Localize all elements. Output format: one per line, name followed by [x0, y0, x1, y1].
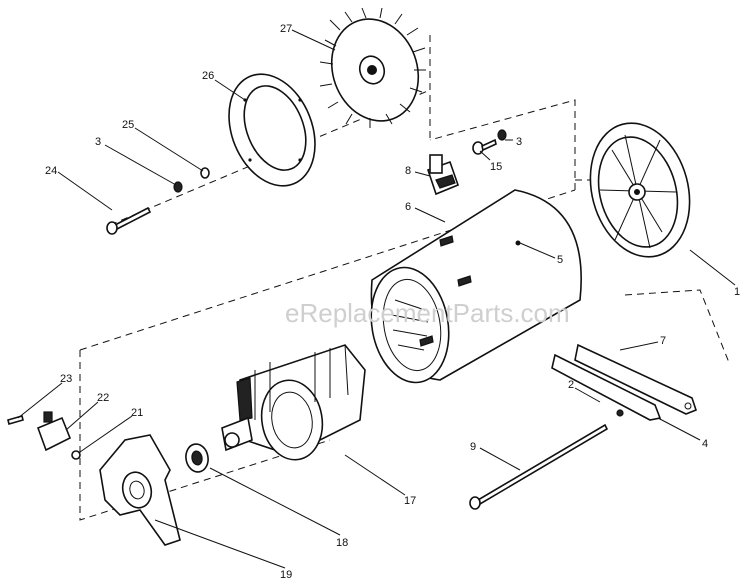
callout-9: 9 [470, 441, 476, 453]
callout-3-right: 3 [516, 136, 522, 148]
lock-washer-3 [173, 181, 183, 193]
callout-18: 18 [336, 537, 348, 549]
callout-23: 23 [60, 373, 72, 385]
mounting-bracket-2 [551, 353, 662, 421]
callout-22: 22 [97, 392, 109, 404]
brush-holder [426, 154, 460, 196]
callout-1: 1 [734, 286, 740, 298]
callout-27: 27 [280, 23, 292, 35]
callout-2: 2 [568, 379, 574, 391]
callout-labels: 27 26 25 3 24 8 6 5 3 15 1 7 2 4 9 17 18… [45, 23, 740, 581]
fan-baffle-ring [228, 73, 316, 187]
callout-6: 6 [405, 201, 411, 213]
callout-21: 21 [131, 407, 143, 419]
washer-25 [200, 167, 210, 179]
mounting-bracket-7 [574, 343, 697, 415]
bearing [185, 443, 209, 473]
callout-5: 5 [557, 254, 563, 266]
callout-7: 7 [660, 335, 666, 347]
callout-3-left: 3 [95, 136, 101, 148]
end-plate [99, 434, 181, 546]
end-bell [589, 122, 691, 258]
screw-15 [472, 138, 497, 155]
callout-24: 24 [45, 165, 57, 177]
through-bolt-9 [469, 423, 609, 510]
watermark-text: eReplacementParts.com [285, 298, 570, 328]
leader-lines [17, 29, 736, 569]
callout-26: 26 [202, 70, 214, 82]
armature-assembly [221, 344, 366, 461]
lock-washer-3-upper [497, 129, 507, 141]
through-bolt-24 [106, 206, 152, 235]
callout-17: 17 [404, 495, 416, 507]
screw-23 [7, 415, 24, 425]
callout-4: 4 [702, 438, 708, 450]
callout-8: 8 [405, 165, 411, 177]
terminal-21 [71, 450, 81, 460]
callout-25: 25 [122, 119, 134, 131]
callout-19: 19 [280, 569, 292, 581]
cooling-fan [319, 7, 426, 128]
switch-22 [36, 411, 72, 452]
callout-15: 15 [490, 161, 502, 173]
motor-housing [370, 189, 582, 384]
